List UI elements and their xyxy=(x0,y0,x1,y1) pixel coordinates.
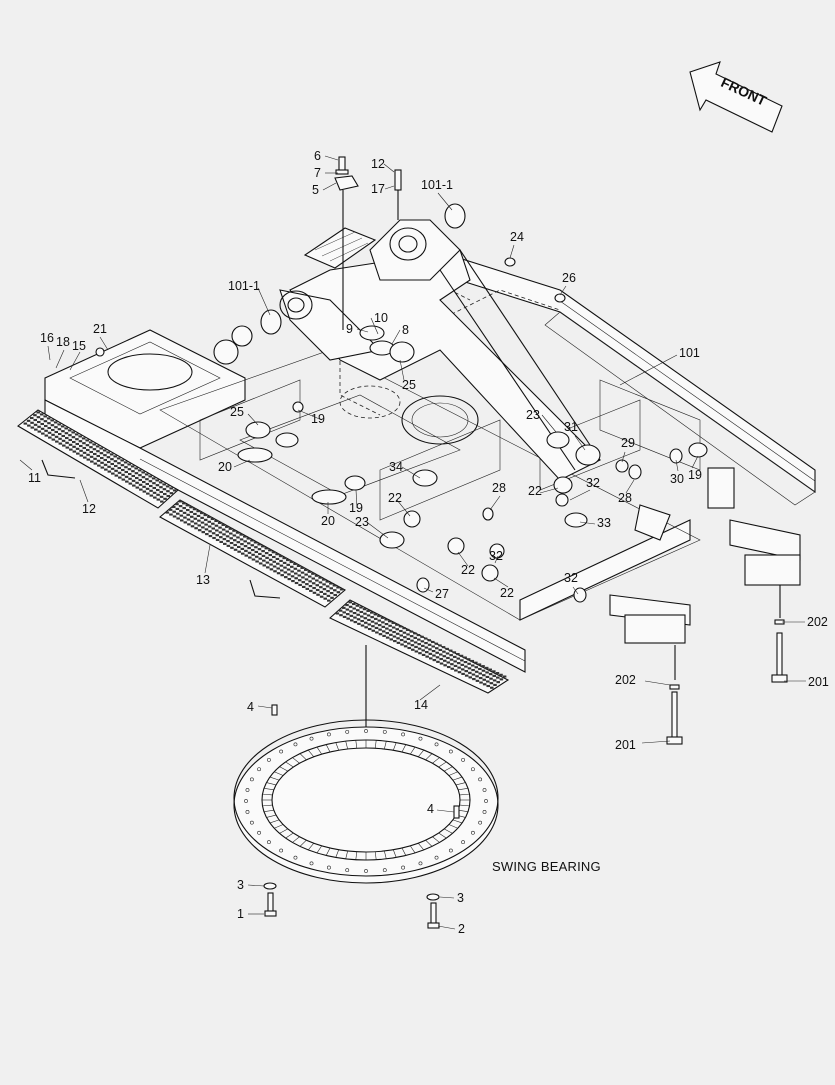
front-arrow: FRONT xyxy=(689,61,783,133)
callout-32-upper: 32 xyxy=(586,476,600,490)
callout-202-left: 202 xyxy=(615,673,636,687)
callout-19-lower: 19 xyxy=(349,501,363,515)
callout-32-center: 32 xyxy=(489,549,503,563)
callout-8: 8 xyxy=(402,323,409,337)
callout-12-step: 12 xyxy=(82,502,96,516)
boom-support xyxy=(213,203,601,481)
callout-5: 5 xyxy=(312,183,319,197)
grommets xyxy=(95,347,708,603)
callout-30: 30 xyxy=(670,472,684,486)
callout-4-top: 4 xyxy=(247,700,254,714)
callout-3-right: 3 xyxy=(457,891,464,905)
callout-7: 7 xyxy=(314,166,321,180)
callout-101-1-top: 101-1 xyxy=(421,178,453,192)
callout-15: 15 xyxy=(72,339,86,353)
callout-14: 14 xyxy=(414,698,428,712)
callout-27: 27 xyxy=(435,587,449,601)
callout-3-left: 3 xyxy=(237,878,244,892)
callout-6: 6 xyxy=(314,149,321,163)
callout-leaders xyxy=(19,155,806,930)
callout-9: 9 xyxy=(346,322,353,336)
callout-21: 21 xyxy=(93,322,107,336)
callout-1: 1 xyxy=(237,907,244,921)
callout-18: 18 xyxy=(56,335,70,349)
callout-28-right: 28 xyxy=(618,491,632,505)
callout-101-1-left: 101-1 xyxy=(228,279,260,293)
callout-201-left: 201 xyxy=(615,738,636,752)
callout-10: 10 xyxy=(374,311,388,325)
callout-29: 29 xyxy=(621,436,635,450)
callout-202-right: 202 xyxy=(807,615,828,629)
callout-22-right: 22 xyxy=(528,484,542,498)
callout-22-lower: 22 xyxy=(500,586,514,600)
callout-22-center: 22 xyxy=(388,491,402,505)
callout-2: 2 xyxy=(458,922,465,936)
callout-201-right: 201 xyxy=(808,675,829,689)
step-plates xyxy=(17,409,510,694)
callout-28-center: 28 xyxy=(492,481,506,495)
callout-26: 26 xyxy=(562,271,576,285)
callout-13: 13 xyxy=(196,573,210,587)
callout-20-upper: 20 xyxy=(218,460,232,474)
callout-12-top: 12 xyxy=(371,157,385,171)
callout-22-lower-left: 22 xyxy=(461,563,475,577)
callout-101: 101 xyxy=(679,346,700,360)
callout-25-right: 25 xyxy=(402,378,416,392)
callout-23-lower: 23 xyxy=(355,515,369,529)
callout-17: 17 xyxy=(371,182,385,196)
swing-bearing xyxy=(233,719,499,884)
callout-11: 11 xyxy=(28,471,41,485)
callout-31: 31 xyxy=(564,420,578,434)
callout-32-lower: 32 xyxy=(564,571,578,585)
callout-34: 34 xyxy=(389,460,403,474)
callout-25-left: 25 xyxy=(230,405,244,419)
callout-19-right: 19 xyxy=(688,468,702,482)
callout-4-bearing: 4 xyxy=(427,802,434,816)
callout-23-upper: 23 xyxy=(526,408,540,422)
bearing-bolts xyxy=(263,704,460,929)
callout-19-upper: 19 xyxy=(311,412,325,426)
callout-33: 33 xyxy=(597,516,611,530)
callout-20-lower: 20 xyxy=(321,514,335,528)
callout-16: 16 xyxy=(40,331,54,345)
swing-bearing-caption: SWING BEARING xyxy=(492,859,601,874)
top-hardware xyxy=(334,156,566,363)
callout-24: 24 xyxy=(510,230,524,244)
callout-labels: 6 7 5 12 17 101-1 24 26 101-1 10 9 8 101… xyxy=(28,149,829,936)
